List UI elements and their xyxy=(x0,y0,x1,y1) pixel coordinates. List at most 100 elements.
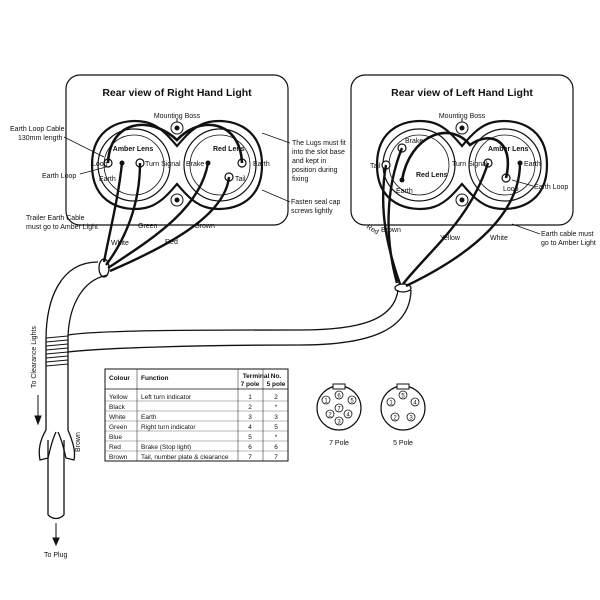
left-brown-wire xyxy=(381,164,402,285)
trailer-earth-cable-note: must go to Amber Light xyxy=(26,224,98,231)
table-cell-colour: Brown xyxy=(109,454,128,461)
right-white-wire xyxy=(102,162,124,263)
table-header-7pole: 7 pole xyxy=(241,381,260,388)
cable-outer-left xyxy=(45,261,99,430)
pin-number-5: 5 xyxy=(401,393,405,399)
earth-loop-cable-label: Earth Loop Cable xyxy=(10,126,65,133)
table-cell-colour: Yellow xyxy=(109,394,128,401)
left-light-housing xyxy=(375,118,549,211)
left-amber-lens-label: Amber Lens xyxy=(488,146,529,153)
right-brake-label: Brake xyxy=(186,161,204,168)
left-cable-end xyxy=(394,283,412,293)
table-cell-7pole: 2 xyxy=(248,404,252,411)
cable-tape-wrap xyxy=(45,335,69,367)
table-cell-7pole: 3 xyxy=(248,414,252,421)
pin-number-2: 2 xyxy=(328,412,332,418)
pin-1 xyxy=(321,395,331,405)
left-hand-light-panel: Rear view of Left Hand Light Mounting Bo… xyxy=(350,74,596,288)
table-cell-colour: Black xyxy=(109,404,126,411)
left-light-wires xyxy=(381,147,522,288)
right-cable-end xyxy=(98,258,110,278)
left-wire-yellow-label: Yellow xyxy=(440,235,461,242)
pin-number-4: 4 xyxy=(346,412,350,418)
pin-4 xyxy=(410,397,420,407)
left-mounting-boss-bottom xyxy=(455,193,469,207)
right-wire-red-label: Red xyxy=(165,239,178,246)
trailer-earth-cable-label: Trailer Earth Cable xyxy=(26,215,85,222)
table-cell-function: Right turn indicator xyxy=(141,424,196,431)
left-wire-white-label: White xyxy=(490,235,508,242)
right-turn-signal-label: Turn Signal xyxy=(145,161,181,168)
left-earth-cable-note-2: go to Amber Light xyxy=(541,240,596,247)
table-cell-7pole: 6 xyxy=(248,444,252,451)
left-earth-left-label: Earth xyxy=(396,188,413,195)
to-clearance-arrow xyxy=(34,415,42,426)
right-loop-label: Loop xyxy=(92,161,108,168)
five-pole-label: 5 Pole xyxy=(393,440,413,447)
pin-4 xyxy=(343,409,353,419)
right-panel-frame xyxy=(65,74,289,226)
table-cell-5pole: 6 xyxy=(274,444,278,451)
cross-cable-top xyxy=(67,289,399,336)
colour-function-table: Colour Function Terminal No. 7 pole 5 po… xyxy=(104,368,289,462)
right-tail-label: Tail xyxy=(235,176,246,183)
table-cell-colour: Blue xyxy=(109,434,122,441)
brown-branch-label: Brown xyxy=(75,432,82,452)
left-red-wire xyxy=(387,147,404,284)
right-earth-right-label: Earth xyxy=(253,161,270,168)
table-header-5pole: 5 pole xyxy=(267,381,286,388)
right-red-lens-label: Red Lens xyxy=(213,146,245,153)
pin-number-2: 2 xyxy=(393,415,397,421)
lugs-note-5: fixing xyxy=(292,176,308,183)
seven-pole-label: 7 Pole xyxy=(329,440,349,447)
right-panel-title: Rear view of Right Hand Light xyxy=(102,87,252,99)
pin-3 xyxy=(334,416,344,426)
right-amber-lens-ring xyxy=(97,128,171,202)
right-light-wires xyxy=(102,162,231,273)
pin-5 xyxy=(398,390,408,400)
table-cell-7pole: 7 xyxy=(248,454,252,461)
right-mounting-boss-bottom xyxy=(170,193,184,207)
table-header-no: No. xyxy=(271,373,282,380)
right-mounting-boss-label: Mounting Boss xyxy=(154,113,201,120)
cable-arrows xyxy=(34,395,60,547)
pin-number-6: 6 xyxy=(337,393,341,399)
pin-number-1: 1 xyxy=(389,400,393,406)
pin-number-3: 3 xyxy=(337,419,341,425)
right-earth-loop-label: Earth Loop xyxy=(42,173,76,180)
left-brake-label: Brake xyxy=(405,138,423,145)
left-earth-loop-label: Earth Loop xyxy=(534,184,568,191)
table-cell-7pole: 5 xyxy=(248,434,252,441)
table-cell-5pole: 3 xyxy=(274,414,278,421)
right-green-wire xyxy=(105,162,142,266)
main-cable xyxy=(45,258,412,430)
lugs-note-1: The Lugs must fit xyxy=(292,140,346,147)
table-cell-5pole: * xyxy=(275,434,278,441)
pin-number-1: 1 xyxy=(324,398,328,404)
table-cell-function: Brake (Stop light) xyxy=(141,444,191,451)
to-clearance-lights-label: To Clearance Lights xyxy=(31,326,38,388)
left-turn-signal-label: Turn Signal xyxy=(452,161,488,168)
table-cell-5pole: 2 xyxy=(274,394,278,401)
pin-2 xyxy=(390,412,400,422)
table-cell-colour: Green xyxy=(109,424,127,431)
table-header-terminal: Terminal xyxy=(243,373,270,380)
cable-outer-right xyxy=(67,274,109,430)
table-cell-function: Left turn indicator xyxy=(141,394,192,401)
lugs-note-3: and kept in xyxy=(292,158,326,165)
seven-pole-key xyxy=(332,383,346,390)
seal-cap-note-2: screws lightly xyxy=(291,208,333,215)
left-red-lens-label: Red Lens xyxy=(416,172,448,179)
right-wire-brown-label: Brown xyxy=(195,223,215,230)
lugs-note-2: into the slot base xyxy=(292,149,345,156)
pin-7 xyxy=(334,403,344,413)
table-cell-5pole: 5 xyxy=(274,424,278,431)
pin-3 xyxy=(406,412,416,422)
